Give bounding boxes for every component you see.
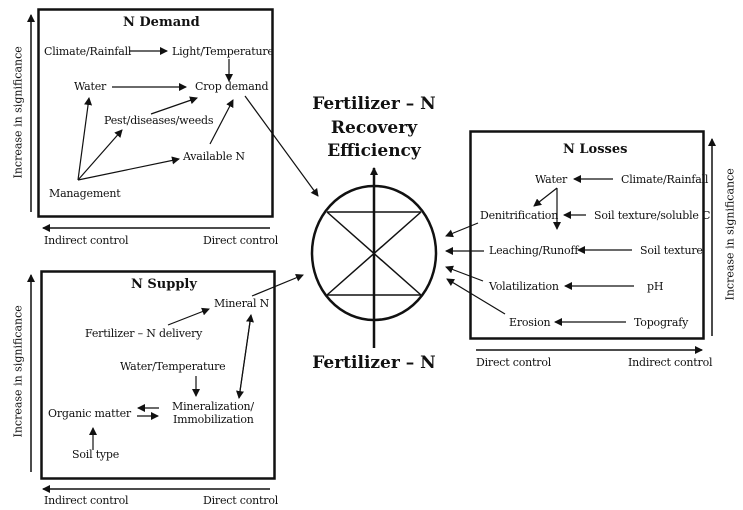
supply-axis-x-right-label: Direct control (203, 494, 279, 507)
n-losses-title: N Losses (563, 142, 628, 157)
arrow-mineral-to-efficiency (251, 273, 304, 297)
node-management: Management (49, 187, 121, 200)
arrow-management-to-pest (77, 129, 123, 181)
output-label-line3: Efficiency (327, 141, 421, 161)
node-soil-texture: Soil texture (640, 244, 703, 257)
node-ph: pH (647, 280, 664, 293)
node-topography: Topografy (634, 316, 689, 329)
input-label: Fertilizer – N (312, 353, 436, 373)
losses-axis-x-right-label: Indirect control (628, 356, 713, 369)
n-supply-title: N Supply (131, 277, 197, 292)
arrow-volatilization-to-efficiency (445, 265, 484, 282)
n-demand-box (37, 8, 274, 218)
node-available-n: Available N (183, 150, 245, 163)
node-volatilization: Volatilization (489, 280, 559, 293)
arrow-pest-to-crop (150, 96, 198, 115)
losses-axis-y-label: Increase in significance (723, 168, 737, 301)
n-demand-title: N Demand (123, 15, 200, 30)
node-pest-diseases-weeds: Pest/diseases/weeds (104, 114, 214, 127)
node-light-temperature: Light/Temperature (172, 45, 274, 58)
losses-axis-x-left-label: Direct control (476, 356, 552, 369)
node-leaching-runoff: Leaching/Runoff (489, 244, 579, 257)
node-mineralization: Mineralization/ (172, 400, 254, 413)
node-losses-water: Water (535, 173, 568, 186)
arrow-mineral-to-mineralization (236, 314, 252, 399)
arrow-denitrification-to-efficiency (445, 222, 479, 238)
node-soil-type: Soil type (72, 448, 120, 461)
node-erosion: Erosion (509, 316, 551, 329)
demand-axis-x-right-label: Direct control (203, 234, 279, 247)
n-supply-box (40, 270, 276, 480)
arrow-crop-to-efficiency (244, 95, 319, 197)
node-fertilizer-n-delivery: Fertilizer – N delivery (85, 327, 203, 340)
arrow-erosion-to-efficiency (446, 278, 506, 315)
arrow-fertdelivery-to-mineral (167, 307, 210, 326)
node-crop-demand: Crop demand (195, 80, 269, 93)
output-label-line2: Recovery (330, 118, 418, 138)
supply-axis-y-label: Increase in significance (11, 305, 25, 438)
arrow-water-to-denitrification (533, 187, 558, 207)
node-organic-matter: Organic matter (48, 407, 131, 420)
node-losses-climate: Climate/Rainfall (621, 173, 709, 186)
arrow-management-to-water (77, 97, 93, 181)
arrow-available-to-crop (209, 99, 234, 145)
node-water: Water (74, 80, 107, 93)
output-label-line1: Fertilizer – N (312, 94, 436, 114)
node-mineral-n: Mineral N (214, 297, 270, 310)
supply-axis-x-left-label: Indirect control (44, 494, 129, 507)
arrow-management-to-available (77, 156, 180, 181)
node-climate-rainfall: Climate/Rainfall (44, 45, 132, 58)
node-soil-texture-soluble-c: Soil texture/soluble C (594, 209, 711, 222)
demand-axis-y-label: Increase in significance (11, 46, 25, 179)
node-water-temperature: Water/Temperature (120, 360, 226, 373)
node-denitrification: Denitrification (480, 209, 559, 222)
node-immobilization: Immobilization (173, 413, 254, 426)
n-losses-box (469, 130, 705, 340)
demand-axis-x-left-label: Indirect control (44, 234, 129, 247)
